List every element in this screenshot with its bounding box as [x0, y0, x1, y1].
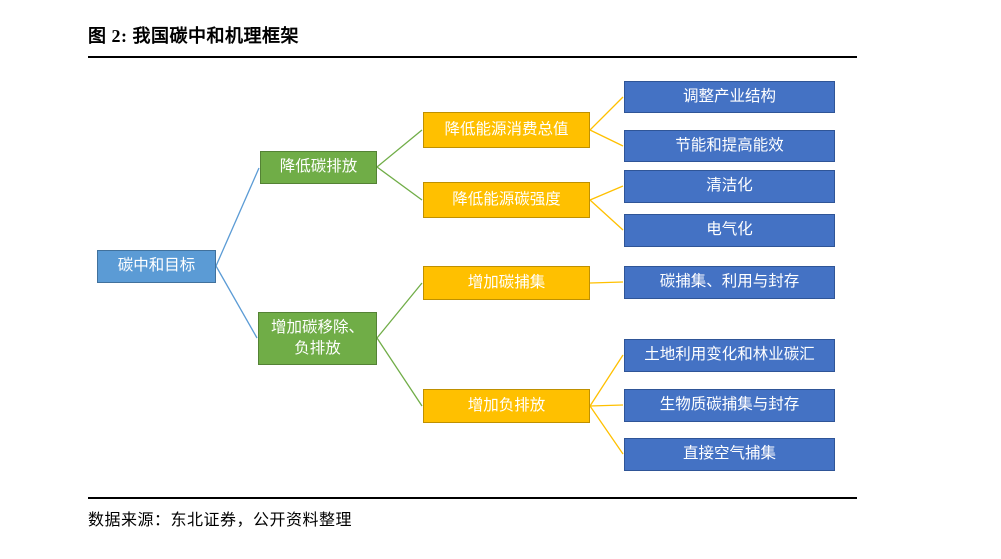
bottom-divider-line [88, 497, 857, 499]
top-divider-line [88, 56, 857, 58]
node-direct-air-capture: 直接空气捕集 [624, 438, 835, 471]
yellow-connectors [589, 96, 624, 455]
node-reduce-energy-consumption: 降低能源消费总值 [423, 112, 590, 148]
blue-connectors [215, 167, 260, 339]
data-source-note: 数据来源：东北证券，公开资料整理 [88, 512, 353, 529]
node-cleanization: 清洁化 [624, 170, 835, 203]
node-biomass-capture-storage: 生物质碳捕集与封存 [624, 389, 835, 422]
node-land-use-forestry-sink: 土地利用变化和林业碳汇 [624, 339, 835, 372]
node-increase-capture: 增加碳捕集 [423, 266, 590, 300]
figure-title: 图 2: 我国碳中和机理框架 [88, 26, 299, 46]
node-ccus: 碳捕集、利用与封存 [624, 266, 835, 299]
node-increase-removal: 增加碳移除、 负排放 [258, 312, 377, 365]
node-reduce-emission: 降低碳排放 [260, 151, 377, 184]
node-increase-negative-emission: 增加负排放 [423, 389, 590, 423]
node-reduce-carbon-intensity: 降低能源碳强度 [423, 182, 590, 218]
green-connectors [376, 129, 423, 407]
node-electrification: 电气化 [624, 214, 835, 247]
node-adjust-industry-structure: 调整产业结构 [624, 81, 835, 113]
node-carbon-neutrality-goal: 碳中和目标 [97, 250, 216, 283]
node-energy-saving-efficiency: 节能和提高能效 [624, 130, 835, 162]
